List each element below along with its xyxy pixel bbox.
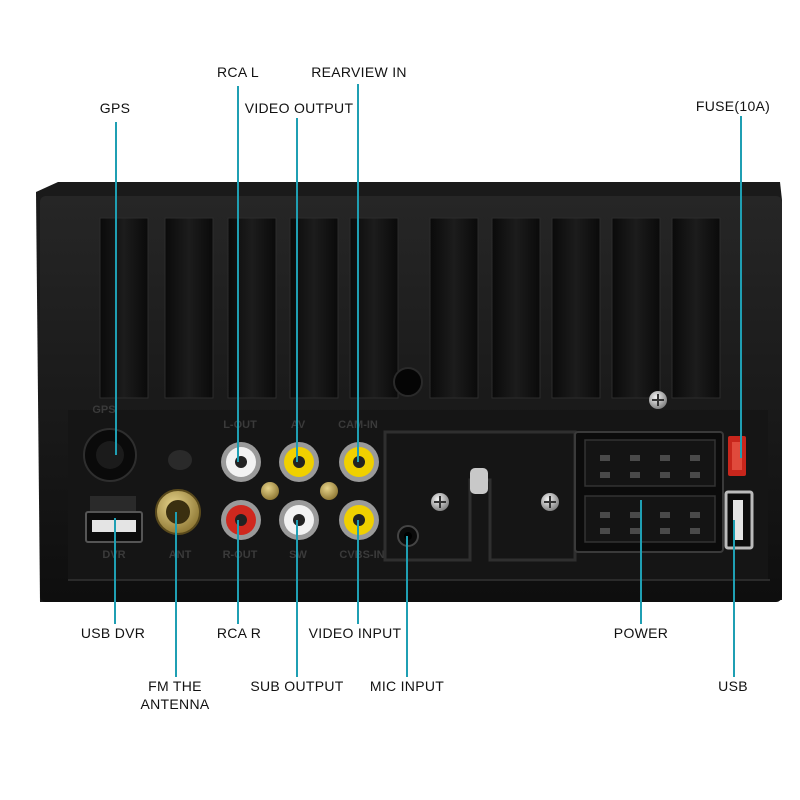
heat-sink-fins <box>99 217 721 399</box>
marking-ant: ANT <box>169 549 192 561</box>
power-connector <box>574 431 724 553</box>
heat-sink-fin <box>671 217 721 399</box>
label-usb-dvr: USB DVR <box>80 625 146 641</box>
fuse <box>728 436 746 476</box>
power-connector-pin <box>690 512 700 518</box>
label-mic-input: MIC INPUT <box>369 678 445 694</box>
video-output-jack <box>279 442 319 482</box>
label-rca-l: RCA L <box>217 64 259 80</box>
power-connector-pin <box>630 528 640 534</box>
power-connector-pin <box>660 472 670 478</box>
rca-r-jack <box>221 500 261 540</box>
power-connector-pin <box>630 472 640 478</box>
power-connector-pin <box>600 528 610 534</box>
marking-sw: SW <box>289 549 307 561</box>
power-connector-pin <box>600 512 610 518</box>
label-video-input: VIDEO INPUT <box>308 625 402 641</box>
heat-sink-fin <box>164 217 214 399</box>
power-connector-pin <box>630 512 640 518</box>
power-connector-pin <box>690 455 700 461</box>
label-usb: USB <box>718 678 748 694</box>
power-connector-pin <box>690 472 700 478</box>
callout-lines <box>114 84 742 677</box>
heat-sink-fin <box>551 217 601 399</box>
power-connector-pin <box>600 455 610 461</box>
jack-nut <box>320 482 338 500</box>
sub-output-jack <box>279 500 319 540</box>
heat-sink-fin <box>227 217 277 399</box>
bracket-screw <box>431 493 449 511</box>
bracket-clip <box>470 468 488 494</box>
gps-connector <box>83 428 137 482</box>
power-connector-pin <box>630 455 640 461</box>
rca-l-jack <box>221 442 261 482</box>
label-fuse: FUSE(10A) <box>695 98 771 114</box>
bracket-screw <box>541 493 559 511</box>
fm-antenna-socket <box>155 489 201 535</box>
marking-r-out: R-OUT <box>223 549 258 561</box>
label-fm-antenna-line2: ANTENNA <box>140 696 210 712</box>
panel-nub <box>168 450 192 470</box>
heat-sink-fin <box>99 217 149 399</box>
vent-hole <box>393 367 423 397</box>
marking-cvbs-in: CVBS-IN <box>339 549 384 561</box>
power-connector-pin <box>690 528 700 534</box>
label-video-output: VIDEO OUTPUT <box>244 100 354 116</box>
power-connector-pin <box>600 472 610 478</box>
marking-l-out: L-OUT <box>223 419 257 431</box>
marking-av: AV <box>291 419 306 431</box>
label-rearview-in: REARVIEW IN <box>311 64 407 80</box>
power-connector-pin <box>660 528 670 534</box>
power-connector-pin <box>660 512 670 518</box>
power-connector-pin <box>660 455 670 461</box>
heat-sink-fin <box>491 217 541 399</box>
marking-gps: GPS <box>92 404 115 416</box>
heat-sink-fin <box>611 217 661 399</box>
housing-screw <box>649 391 667 409</box>
label-gps: GPS <box>99 100 131 116</box>
label-rca-r: RCA R <box>216 625 262 641</box>
heat-sink-fin <box>429 217 479 399</box>
label-fm-antenna: FM THE ANTENNA <box>141 677 210 713</box>
label-fm-antenna-line1: FM THE <box>148 678 202 694</box>
jack-nut <box>261 482 279 500</box>
label-power: POWER <box>613 625 669 641</box>
usb-port <box>724 490 754 550</box>
label-sub-output: SUB OUTPUT <box>250 678 344 694</box>
